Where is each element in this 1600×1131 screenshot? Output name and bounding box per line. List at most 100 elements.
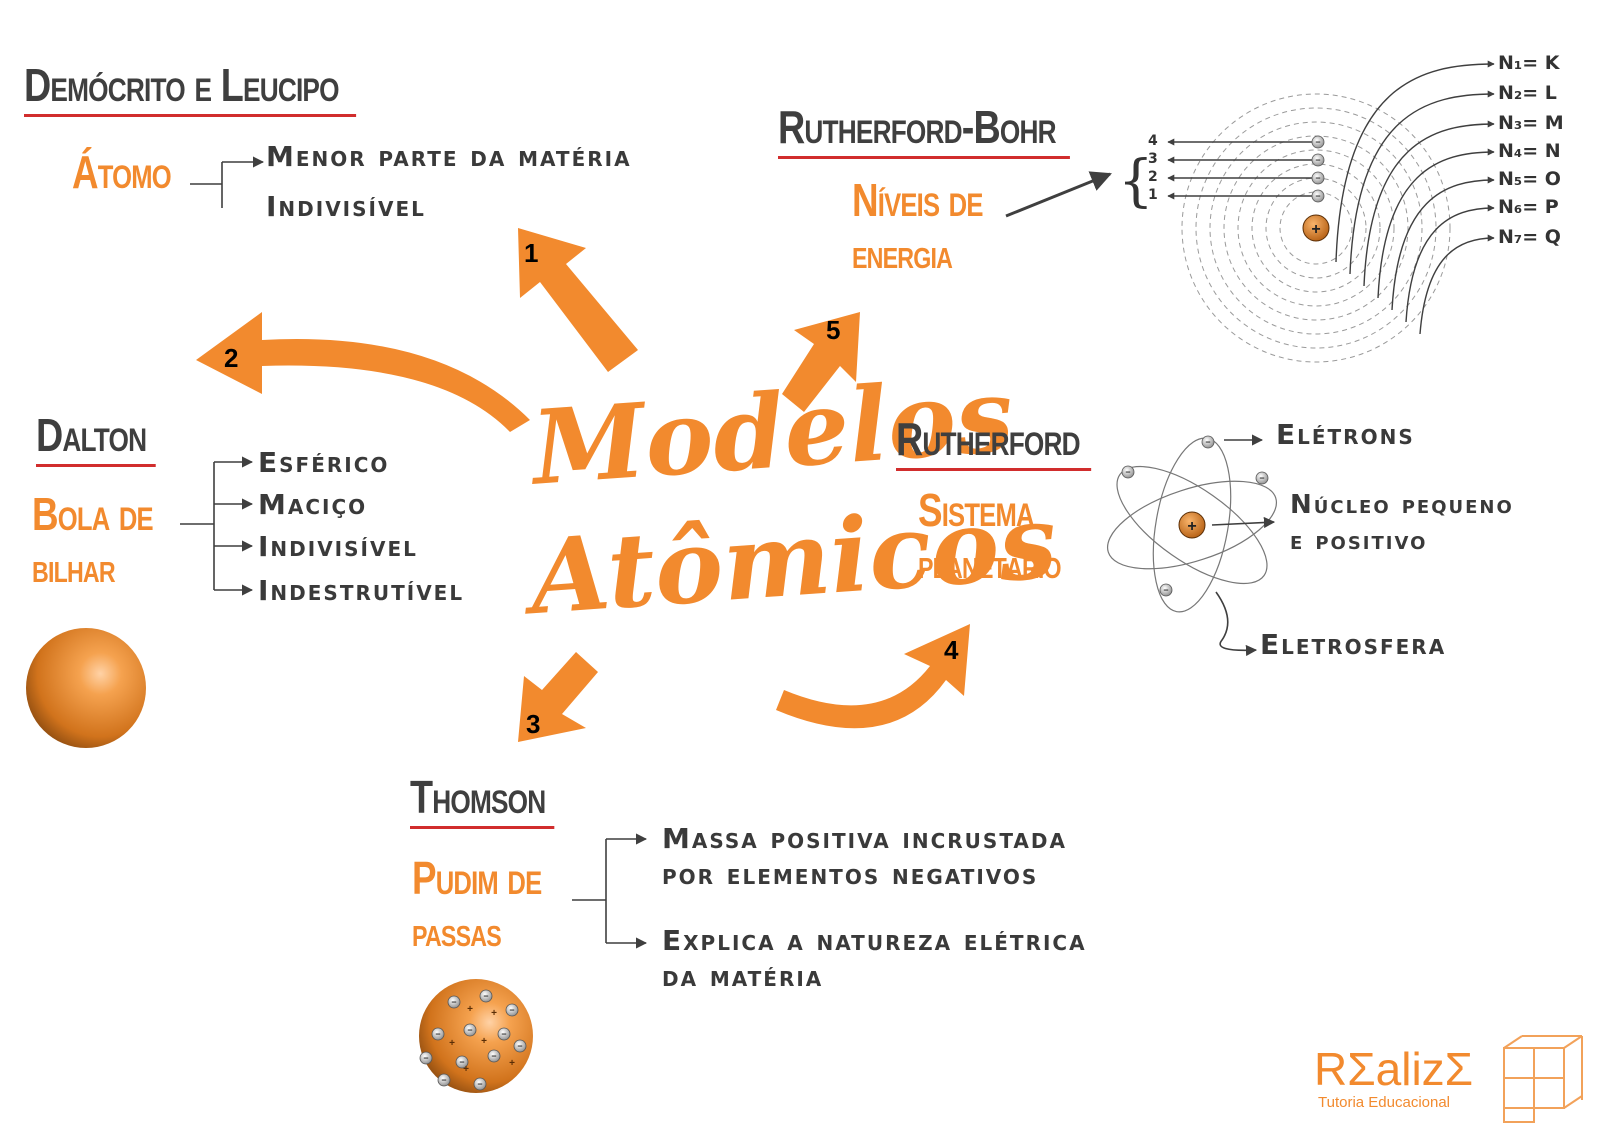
step-number-3: 3 (526, 709, 540, 739)
logo-tagline: Tutoria Educacional (1318, 1094, 1451, 1111)
rutherford-electron: – (1159, 583, 1173, 597)
bohr-shell-label: N₅= O (1498, 168, 1561, 190)
thomson-subtitle-line1: Pudim de (412, 852, 542, 904)
thomson-electron: – (487, 1049, 501, 1063)
rutherford-label-nucleus-line2: e positivo (1290, 526, 1428, 556)
bohr-electron: – (1311, 153, 1325, 167)
rutherford-title-text: Rutherford (896, 413, 1081, 465)
bohr-shell-arrow (1391, 176, 1495, 311)
dalton-item-3: Indivisível (258, 530, 418, 563)
thomson-plus: + (491, 1008, 497, 1019)
svg-text:–: – (467, 1025, 472, 1035)
arrow-5 (782, 312, 860, 412)
rutherford-electron: – (1121, 465, 1135, 479)
bohr-shell-ring (1209, 121, 1423, 335)
arrow-1 (518, 228, 638, 372)
rutherford-underline (896, 468, 1092, 471)
thomson-electron: – (431, 1027, 445, 1041)
bohr-level-number: 4 (1148, 133, 1158, 149)
svg-text:–: – (1205, 437, 1210, 447)
svg-text:–: – (435, 1029, 440, 1039)
thomson-plus: + (467, 1004, 473, 1015)
rutherford-title: Rutherford (896, 412, 1092, 471)
svg-text:–: – (1315, 191, 1320, 201)
svg-text:–: – (1163, 585, 1168, 595)
bohr-shell-arrow (1363, 120, 1495, 287)
thomson-electron: – (513, 1039, 527, 1053)
bohr-shell-label: N₄= N (1498, 140, 1561, 162)
bohr-shell-label: N₃= M (1498, 112, 1564, 134)
democrito-title-text: Demócrito e Leucipo (24, 59, 340, 111)
thomson-title-text: Thomson (410, 771, 546, 823)
svg-text:–: – (477, 1079, 482, 1089)
svg-text:+: + (1311, 221, 1320, 238)
bohr-shell-label: N₂= L (1498, 82, 1557, 104)
bohr-level-number: 2 (1148, 169, 1158, 185)
rutherford-label-electrosphere: Eletrosfera (1260, 628, 1447, 661)
orange-arrows (196, 228, 970, 742)
logo-cube-icon (1503, 1035, 1583, 1123)
bohr-electron: – (1311, 189, 1325, 203)
thomson-underline (410, 826, 555, 829)
thomson-electron: – (473, 1077, 487, 1091)
thomson-plus: + (509, 1058, 515, 1069)
thomson-plus: + (481, 1036, 487, 1047)
rutherford-subtitle-line1: Sistema (918, 484, 1034, 536)
svg-text:–: – (517, 1041, 522, 1051)
thomson-electron: – (463, 1023, 477, 1037)
thomson-electron: – (455, 1055, 469, 1069)
svg-text:–: – (1315, 173, 1320, 183)
bohr-shell-ring (1195, 107, 1437, 349)
step-number-1: 1 (524, 238, 538, 268)
thomson-item-2-line2: da matéria (662, 960, 824, 993)
dalton-item-2: Maciço (258, 488, 368, 521)
bohr-shell-label: N₁= K (1498, 52, 1560, 74)
svg-text:–: – (1315, 137, 1320, 147)
thomson-subtitle-line2: passas (412, 908, 502, 955)
arrow-2 (196, 312, 530, 432)
dalton-title: Dalton (36, 408, 156, 467)
thomson-electron: – (447, 995, 461, 1009)
arrow-4 (776, 624, 970, 729)
svg-text:–: – (441, 1075, 446, 1085)
bohr-shell-ring (1279, 191, 1353, 265)
svg-text:–: – (423, 1053, 428, 1063)
thomson-item-1-line1: Massa positiva incrustada (662, 822, 1067, 855)
step-number-2: 2 (224, 343, 238, 373)
bohr-title-text: Rutherford-Bohr (778, 101, 1057, 153)
thomson-item-1-line2: por elementos negativos (662, 858, 1039, 891)
bohr-level-number: 3 (1148, 151, 1158, 167)
dalton-underline (36, 464, 156, 467)
rutherford-label-nucleus-line1: Núcleo pequeno (1290, 490, 1514, 520)
connectors (180, 156, 1112, 949)
svg-text:+: + (1187, 518, 1196, 535)
thomson-electron: – (437, 1073, 451, 1087)
thomson-electron: – (479, 989, 493, 1003)
democrito-title: Demócrito e Leucipo (24, 58, 357, 117)
rutherford-label-electrons: Elétrons (1276, 418, 1415, 451)
bohr-shell-ring (1181, 93, 1451, 363)
thomson-electron: – (419, 1051, 433, 1065)
svg-text:–: – (1259, 473, 1264, 483)
step-number-4: 4 (944, 635, 959, 665)
democrito-subtitle: Átomo (72, 146, 172, 198)
thomson-plus: + (449, 1038, 455, 1049)
dalton-subtitle-line2: bilhar (32, 544, 116, 591)
bohr-electron: – (1311, 135, 1325, 149)
bohr-brace: { (1118, 149, 1154, 214)
svg-text:–: – (483, 991, 488, 1001)
democrito-item-1: Menor parte da matéria (266, 140, 632, 173)
thomson-plus: + (463, 1064, 469, 1075)
arrow-3 (518, 652, 598, 742)
svg-text:–: – (451, 997, 456, 1007)
democrito-item-2: Indivisível (266, 190, 426, 223)
dalton-subtitle-line1: Bola de (32, 488, 154, 540)
bohr-shell-arrow (1419, 234, 1495, 335)
bohr-subtitle-line2: energia (852, 230, 953, 277)
svg-text:–: – (1315, 155, 1320, 165)
rutherford-electron: – (1201, 435, 1215, 449)
dalton-item-4: Indestrutível (258, 574, 465, 607)
dalton-ball-image (26, 628, 146, 748)
logo-name: RΣalizΣ (1314, 1043, 1474, 1095)
